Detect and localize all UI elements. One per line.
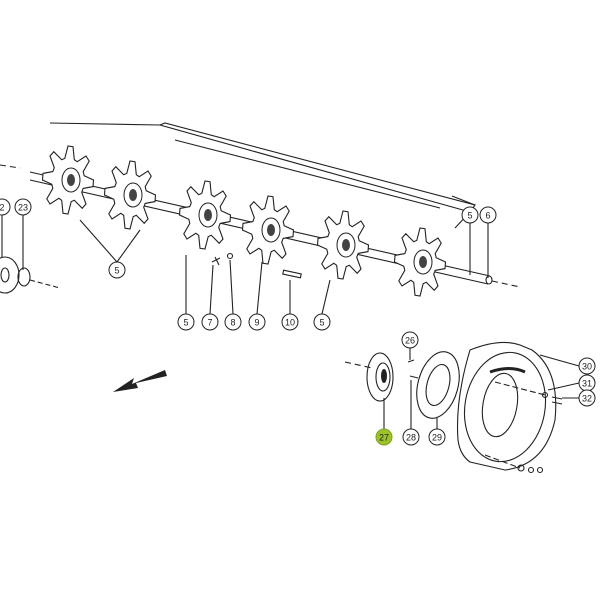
callout-number: 28 — [406, 433, 416, 443]
leader-line — [256, 261, 263, 315]
leader-line — [209, 264, 214, 315]
callout-part-5[interactable]: 5 — [108, 261, 126, 279]
callout-part-2[interactable]: 2 — [0, 198, 11, 216]
callout-number: 32 — [582, 394, 592, 404]
sprocket — [393, 227, 447, 297]
callout-number: 8 — [230, 318, 235, 328]
callout-part-8[interactable]: 8 — [224, 313, 242, 331]
callout-part-10[interactable]: 10 — [281, 313, 299, 331]
leader-line — [229, 259, 234, 315]
callout-part-7[interactable]: 7 — [201, 313, 219, 331]
callout-number: 10 — [285, 318, 295, 328]
callout-number: 23 — [18, 203, 28, 213]
sprocket — [178, 180, 232, 250]
sprocket — [103, 160, 157, 230]
callout-part-29[interactable]: 29 — [428, 428, 446, 446]
callout-part-5[interactable]: 5 — [313, 313, 331, 331]
callout-part-9[interactable]: 9 — [248, 313, 266, 331]
callout-number: 5 — [319, 318, 324, 328]
callout-number: 6 — [485, 211, 490, 221]
callout-part-27[interactable]: 27 — [375, 428, 393, 446]
fasteners — [211, 252, 302, 279]
callout-part-23[interactable]: 23 — [14, 198, 32, 216]
leader-lines — [1, 215, 580, 429]
callout-number: 7 — [207, 318, 212, 328]
callout-part-31[interactable]: 31 — [578, 374, 596, 392]
callout-part-30[interactable]: 30 — [578, 357, 596, 375]
leader-line — [79, 219, 141, 263]
leader-line — [539, 354, 580, 367]
leader-line — [547, 382, 580, 391]
callout-number: 5 — [183, 318, 188, 328]
callout-part-28[interactable]: 28 — [402, 428, 420, 446]
sprocket — [316, 210, 370, 280]
leader-line — [321, 279, 331, 315]
callout-part-5[interactable]: 5 — [461, 206, 479, 224]
part-number-callouts: 2 23 5 5 6 5 7 8 9 10 5 26 30 31 32 27 28 29 — [0, 198, 596, 446]
callout-number: 31 — [582, 379, 592, 389]
bearing-assembly — [344, 351, 460, 419]
sprocket — [241, 195, 295, 265]
callout-number: 5 — [114, 266, 119, 276]
callout-part-26[interactable]: 26 — [401, 331, 419, 349]
side-cover — [456, 341, 563, 474]
direction-arrow — [113, 370, 167, 392]
rotor-sprockets — [41, 145, 447, 297]
callout-number: 26 — [405, 336, 415, 346]
left-hub — [0, 256, 61, 294]
sprocket — [41, 145, 95, 215]
callout-number: 5 — [467, 211, 472, 221]
callout-part-5[interactable]: 5 — [177, 313, 195, 331]
callout-part-6[interactable]: 6 — [479, 206, 497, 224]
callout-number: 9 — [254, 318, 259, 328]
callout-number: 30 — [582, 362, 592, 372]
callout-number: 27 — [379, 433, 389, 443]
callout-number: 2 — [0, 203, 5, 213]
callout-part-32[interactable]: 32 — [578, 389, 596, 407]
callout-number: 29 — [432, 433, 442, 443]
